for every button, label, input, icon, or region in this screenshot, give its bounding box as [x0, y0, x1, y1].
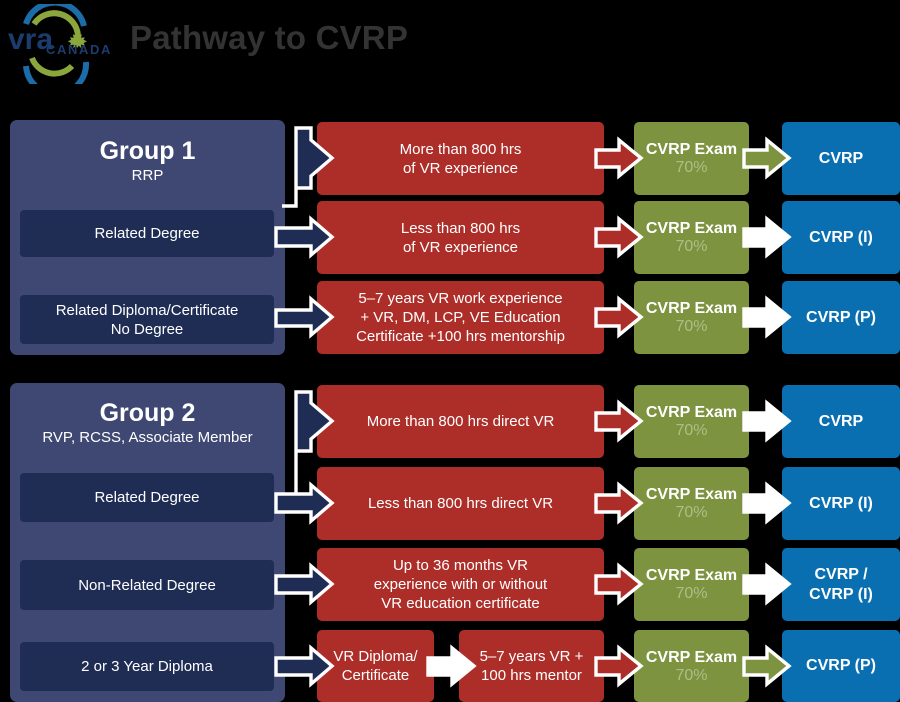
group-2-qualification-1[interactable]: Non-Related Degree	[20, 560, 274, 610]
group-2-qualification-0-label: Related Degree	[94, 489, 200, 506]
group-2-row-2-outcome-label: CVRP /CVRP (I)	[809, 565, 873, 603]
group-2-qualification-2[interactable]: 2 or 3 Year Diploma	[20, 642, 274, 691]
group-1-row-1-exam-title: CVRP Exam	[645, 220, 738, 237]
group-2-row-1-outcome-label: CVRP (I)	[809, 494, 873, 512]
group-2-subtitle: RVP, RCSS, Associate Member	[42, 429, 253, 446]
group-1-row-0-exam[interactable]: CVRP Exam 70%	[634, 122, 749, 195]
group-2-row-3-exam-percent: 70%	[675, 666, 708, 684]
group-2-row-3-requirement-a-label: VR Diploma/Certificate	[333, 648, 418, 684]
group-1-subtitle: RRP	[131, 167, 164, 184]
group-1-row-0-outcome[interactable]: CVRP	[782, 122, 900, 195]
group-2-row-0-requirement[interactable]: More than 800 hrs direct VR	[317, 385, 604, 458]
group-1-row-1-exam[interactable]: CVRP Exam 70%	[634, 201, 749, 274]
header: vra CANADA Pathway to CVRP	[0, 0, 900, 110]
group-2-row-0-outcome[interactable]: CVRP	[782, 385, 900, 458]
group-2-row-3-exam-title: CVRP Exam	[645, 648, 738, 666]
group-2-row-3-requirement-b[interactable]: 5–7 years VR +100 hrs mentor	[459, 630, 604, 702]
group-1-row-1-exam-percent: 70%	[675, 238, 708, 255]
group-2-row-1-exam-title: CVRP Exam	[645, 486, 738, 503]
group-2-title-main: Group 2	[99, 399, 196, 427]
group-1-row-0-outcome-label: CVRP	[818, 149, 864, 167]
group-2-row-1-exam-percent: 70%	[675, 504, 708, 521]
group-1-row-2-requirement-label: 5–7 years VR work experience+ VR, DM, LC…	[356, 290, 565, 345]
group-1-row-2-exam-percent: 70%	[675, 318, 708, 335]
group-2-row-3-outcome[interactable]: CVRP (P)	[782, 630, 900, 702]
svg-text:CANADA: CANADA	[46, 42, 112, 57]
group-2-row-2-outcome[interactable]: CVRP /CVRP (I)	[782, 548, 900, 621]
group-2-row-0-exam-percent: 70%	[675, 422, 708, 439]
group-2-row-0-exam[interactable]: CVRP Exam 70%	[634, 385, 749, 458]
page-title: Pathway to CVRP	[130, 19, 409, 56]
group-1-row-2-requirement[interactable]: 5–7 years VR work experience+ VR, DM, LC…	[317, 281, 604, 354]
svg-text:vra: vra	[8, 23, 53, 56]
group-2-row-2-exam-title: CVRP Exam	[645, 567, 738, 584]
group-1-row-0-exam-title: CVRP Exam	[645, 141, 738, 158]
group-1-title-main: Group 1	[99, 137, 196, 165]
group-2-row-0-exam-title: CVRP Exam	[645, 404, 738, 421]
group-2-row-3-exam[interactable]: CVRP Exam 70%	[634, 630, 749, 702]
group-2-row-2-exam[interactable]: CVRP Exam 70%	[634, 548, 749, 621]
group-2-row-3-requirement-a[interactable]: VR Diploma/Certificate	[317, 630, 434, 702]
group-2-row-3-outcome-label: CVRP (P)	[806, 657, 876, 674]
group-1-row-2-exam-title: CVRP Exam	[645, 300, 738, 317]
group-1-row-2-outcome-label: CVRP (P)	[806, 308, 876, 326]
group-1-title: Group 1 RRP	[10, 136, 285, 186]
group-2-row-1-outcome[interactable]: CVRP (I)	[782, 467, 900, 540]
group-1-row-1-outcome-label: CVRP (I)	[809, 228, 873, 246]
group-2-row-0-requirement-label: More than 800 hrs direct VR	[366, 413, 555, 430]
group-2-row-0-outcome-label: CVRP	[818, 412, 864, 430]
group-1-row-0-exam-percent: 70%	[675, 159, 708, 176]
group-2-title: Group 2 RVP, RCSS, Associate Member	[10, 398, 285, 448]
group-2-row-1-requirement-label: Less than 800 hrs direct VR	[367, 495, 554, 512]
group-1-row-2-exam[interactable]: CVRP Exam 70%	[634, 281, 749, 354]
group-1-row-1-outcome[interactable]: CVRP (I)	[782, 201, 900, 274]
group-2-row-1-requirement[interactable]: Less than 800 hrs direct VR	[317, 467, 604, 540]
group-2-row-3-requirement-b-label: 5–7 years VR +100 hrs mentor	[479, 648, 584, 684]
group-2-row-1-exam[interactable]: CVRP Exam 70%	[634, 467, 749, 540]
group-1-qualification-0[interactable]: Related Degree	[20, 210, 274, 257]
group-1-row-2-outcome[interactable]: CVRP (P)	[782, 281, 900, 354]
group-2-row-2-exam-percent: 70%	[675, 585, 708, 602]
group-2-qualification-0[interactable]: Related Degree	[20, 473, 274, 522]
group-1-qualification-0-label: Related Degree	[94, 225, 200, 242]
group-2-qualification-1-label: Non-Related Degree	[78, 576, 216, 594]
vra-canada-logo: vra CANADA	[6, 0, 116, 98]
group-2-qualification-2-label: 2 or 3 Year Diploma	[81, 658, 213, 675]
